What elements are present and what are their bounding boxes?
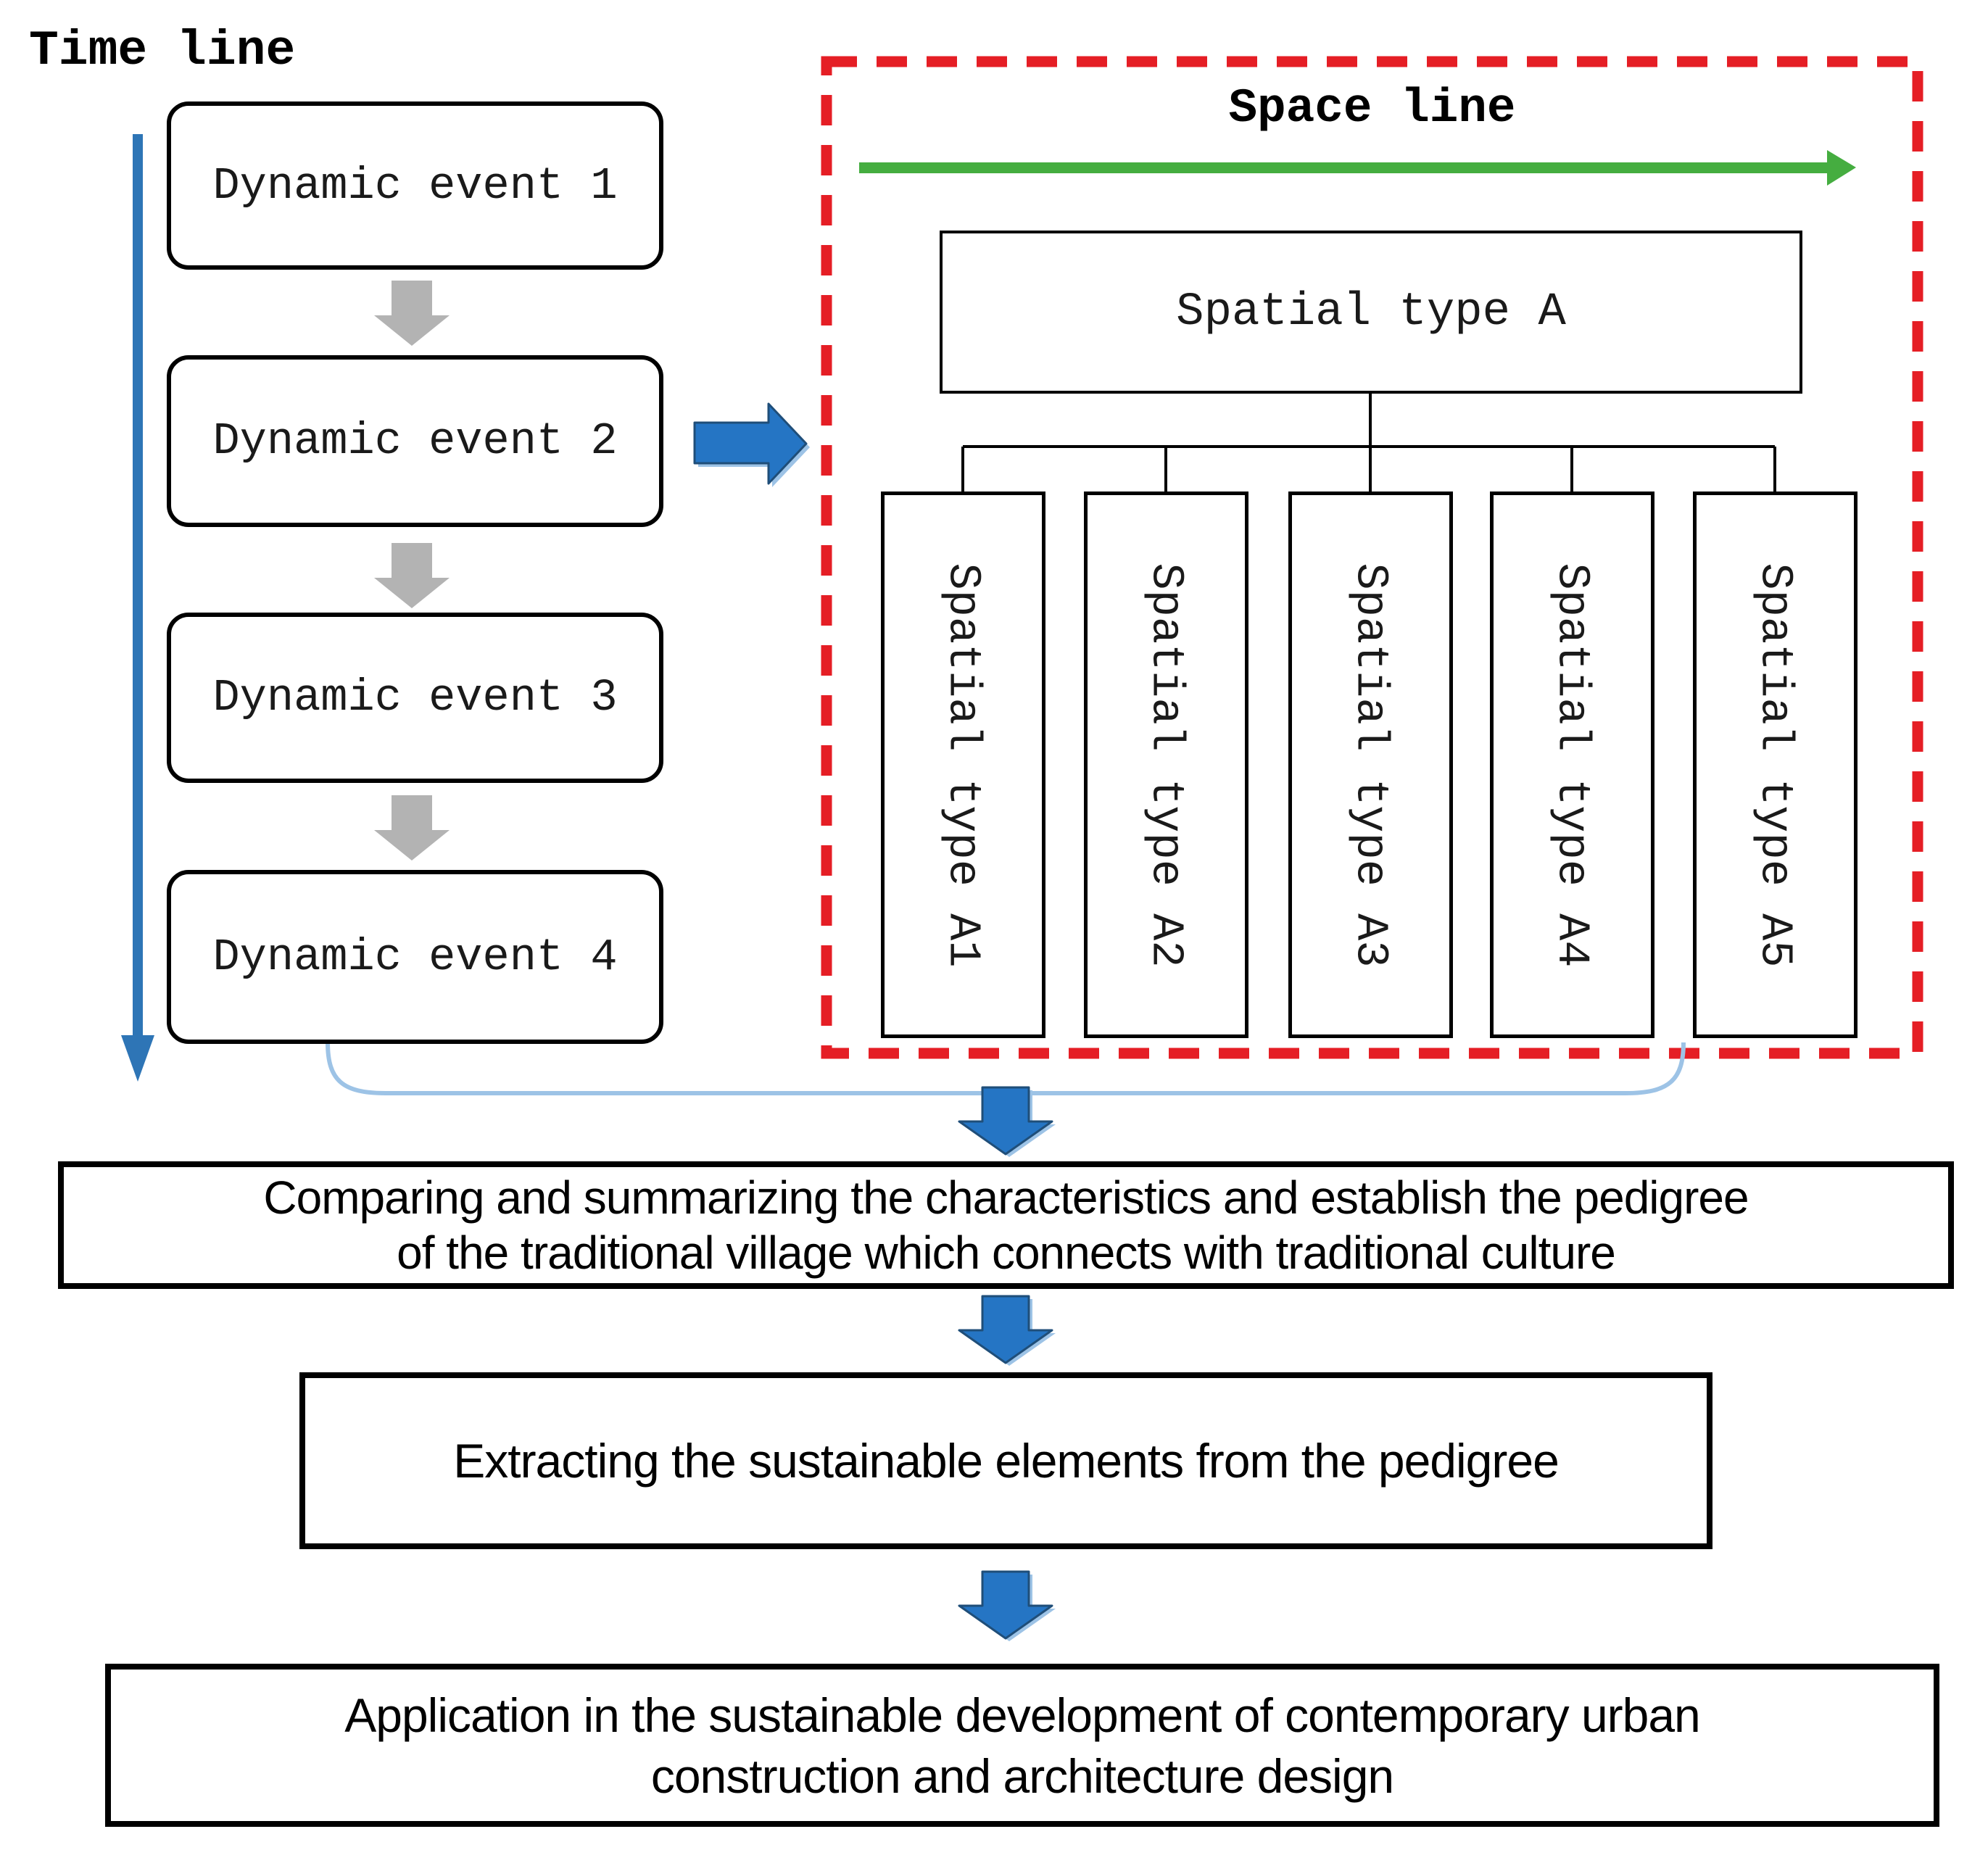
event-flow-arrow-1-icon [374,281,450,346]
spatial-type-a2-label: Spatial type A2 [1140,562,1192,968]
space-line-label: Space line [1228,81,1516,136]
application-step-line2: construction and architecture design [650,1749,1394,1803]
application-step-line1: Application in the sustainable developme… [344,1688,1701,1742]
extract-down-arrow-icon [958,1295,1056,1366]
spatial-type-a5-box: Spatial type A5 [1693,492,1857,1038]
event-to-space-arrow-icon [693,402,810,487]
spatial-type-a4-label: Spatial type A4 [1546,562,1598,968]
spatial-type-a2-box: Spatial type A2 [1084,492,1248,1038]
timeline-down-arrow-icon [121,134,154,1082]
dynamic-event-2-label: Dynamic event 2 [212,415,618,467]
spatial-type-a3-label: Spatial type A3 [1345,562,1396,968]
comparing-step-line1: Comparing and summarizing the characteri… [263,1171,1749,1224]
dynamic-event-2-box: Dynamic event 2 [167,355,663,527]
timeline-label: Time line [29,23,296,79]
dynamic-event-1-label: Dynamic event 1 [212,159,618,212]
spatial-type-a1-label: Spatial type A1 [937,562,989,968]
dynamic-event-3-label: Dynamic event 3 [212,672,618,723]
spatial-type-a-box: Spatial type A [940,231,1802,394]
spatial-type-a5-label: Spatial type A5 [1749,562,1801,968]
dynamic-event-3-box: Dynamic event 3 [167,613,663,783]
application-step-box: Application in the sustainable developme… [105,1664,1939,1827]
spatial-tree-connector [961,394,1776,494]
spatial-type-a1-box: Spatial type A1 [881,492,1045,1038]
apply-down-arrow-icon [958,1570,1056,1641]
comparing-step-line2: of the traditional village which connect… [397,1227,1616,1279]
dynamic-event-4-box: Dynamic event 4 [167,870,663,1044]
extracting-step-label: Extracting the sustainable elements from… [453,1434,1560,1488]
extracting-step-box: Extracting the sustainable elements from… [299,1372,1712,1549]
merge-down-arrow-icon [958,1086,1056,1157]
spatial-type-a3-box: Spatial type A3 [1288,492,1453,1038]
event-flow-arrow-3-icon [374,795,450,860]
comparing-step-box: Comparing and summarizing the characteri… [58,1161,1954,1289]
event-flow-arrow-2-icon [374,543,450,608]
space-line-arrow-icon [859,150,1856,186]
dynamic-event-4-label: Dynamic event 4 [212,931,618,983]
space-region-dashed-border [821,56,1923,1059]
spatial-type-a4-box: Spatial type A4 [1490,492,1654,1038]
dynamic-event-1-box: Dynamic event 1 [167,101,663,270]
spatial-type-a-label: Spatial type A [1176,286,1566,339]
